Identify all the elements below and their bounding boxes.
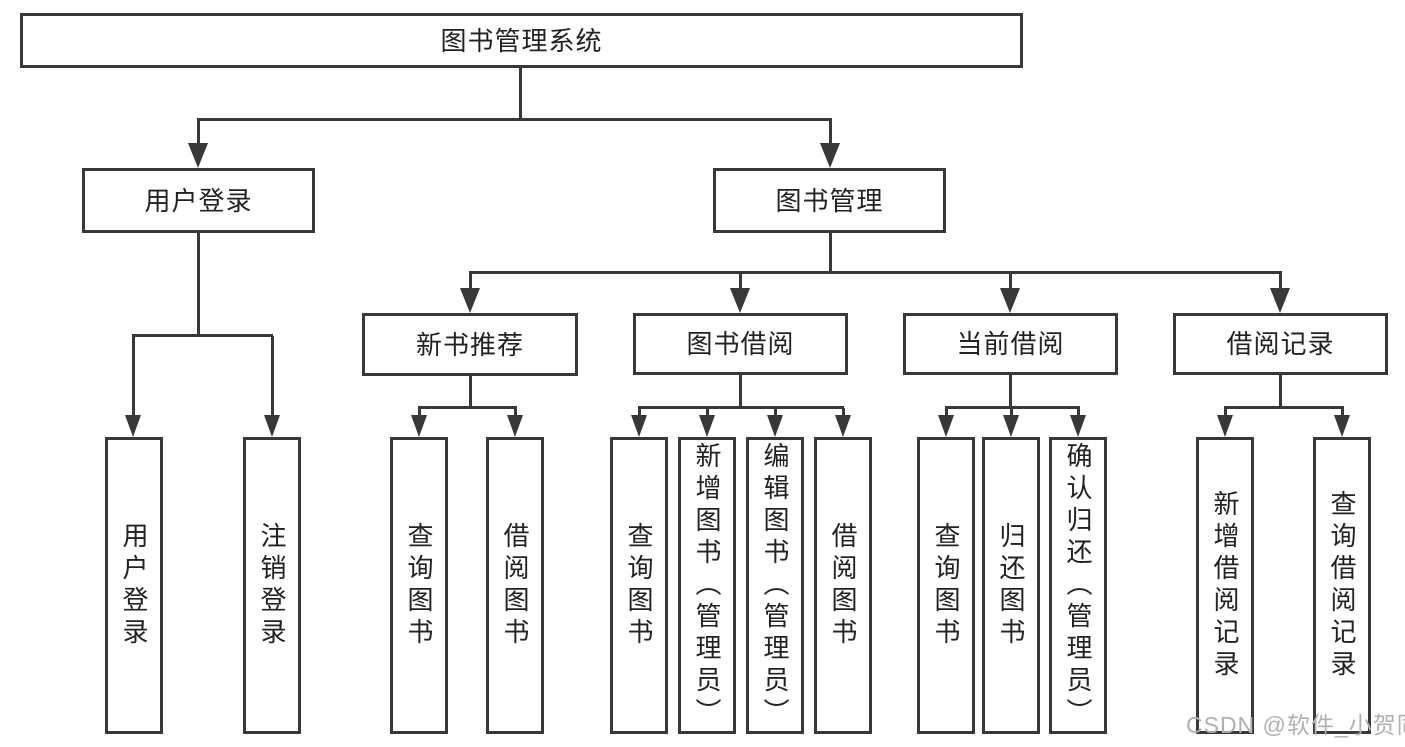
connector-arrowhead — [820, 143, 840, 168]
connector-line — [1077, 408, 1080, 418]
leaf-label: 注销登录 — [257, 521, 287, 650]
connector-arrowhead — [631, 415, 647, 437]
node-library-management-system: 图书管理系统 — [20, 13, 1023, 68]
connector-arrowhead — [767, 415, 783, 437]
leaf-label: 借阅图书 — [828, 521, 858, 650]
node-new-book-recommendation: 新书推荐 — [362, 313, 578, 376]
leaf-label: 借阅图书 — [500, 521, 530, 650]
node-current-borrowing: 当前借阅 — [903, 313, 1118, 375]
leaf-label: 新增图书（管理员） — [692, 441, 722, 730]
leaf-return-books: 归还图书 — [982, 437, 1040, 734]
connector-line — [1224, 406, 1344, 409]
connector-line — [1279, 374, 1282, 408]
connector-line — [638, 406, 844, 409]
connector-line — [1341, 408, 1344, 418]
connector-arrowhead — [1334, 415, 1350, 437]
node-book-management: 图书管理 — [713, 168, 946, 233]
connector-line — [739, 273, 742, 290]
connector-arrowhead — [835, 415, 851, 437]
connector-arrowhead — [264, 415, 280, 437]
connector-line — [418, 408, 421, 418]
connector-arrowhead — [1270, 288, 1290, 313]
leaf-query-books-recommend: 查询图书 — [390, 437, 448, 734]
connector-line — [197, 118, 832, 121]
leaf-label: 查询借阅记录 — [1327, 489, 1357, 682]
connector-line — [1224, 408, 1227, 418]
connector-line — [638, 408, 641, 418]
connector-line — [519, 68, 522, 120]
leaf-logout: 注销登录 — [243, 437, 301, 734]
connector-line — [945, 408, 948, 418]
connector-line — [469, 273, 472, 290]
connector-line — [1010, 408, 1013, 418]
connector-arrowhead — [507, 415, 523, 437]
leaf-edit-book-admin: 编辑图书（管理员） — [746, 437, 804, 734]
leaf-label: 确认归还（管理员） — [1063, 441, 1093, 730]
leaf-add-borrow-record: 新增借阅记录 — [1196, 437, 1254, 734]
connector-line — [132, 334, 273, 337]
connector-line — [842, 408, 845, 418]
connector-line — [514, 408, 517, 418]
connector-arrowhead — [699, 415, 715, 437]
connector-line — [197, 118, 200, 146]
connector-line — [469, 271, 1282, 274]
connector-line — [1009, 375, 1012, 408]
node-user-login: 用户登录 — [82, 168, 315, 233]
connector-arrowhead — [188, 143, 208, 168]
connector-line — [829, 233, 832, 273]
leaf-borrow-books: 借阅图书 — [814, 437, 872, 734]
connector-line — [945, 406, 1080, 409]
connector-line — [829, 118, 832, 146]
connector-line — [774, 408, 777, 418]
leaf-query-books-borrow: 查询图书 — [610, 437, 668, 734]
connector-line — [132, 336, 135, 416]
connector-arrowhead — [730, 288, 750, 313]
connector-line — [197, 233, 200, 336]
connector-line — [1279, 273, 1282, 290]
connector-line — [271, 336, 274, 416]
connector-arrowhead — [411, 415, 427, 437]
leaf-label: 查询图书 — [404, 521, 434, 650]
connector-arrowhead — [1000, 288, 1020, 313]
leaf-borrow-books-recommend: 借阅图书 — [486, 437, 544, 734]
node-book-borrowing: 图书借阅 — [633, 313, 848, 375]
leaf-label: 编辑图书（管理员） — [760, 441, 790, 730]
connector-line — [739, 375, 742, 408]
leaf-label: 新增借阅记录 — [1210, 489, 1240, 682]
leaf-label: 归还图书 — [996, 521, 1026, 650]
connector-line — [469, 375, 472, 408]
connector-arrowhead — [125, 415, 141, 437]
leaf-label: 查询图书 — [931, 521, 961, 650]
leaf-label: 用户登录 — [119, 521, 149, 650]
leaf-query-books-current: 查询图书 — [917, 437, 975, 734]
leaf-user-login: 用户登录 — [105, 437, 163, 734]
connector-line — [418, 406, 517, 409]
connector-arrowhead — [1003, 415, 1019, 437]
csdn-watermark: CSDN @软件_小贺同学 — [1186, 712, 1405, 738]
leaf-add-book-admin: 新增图书（管理员） — [678, 437, 736, 734]
connector-arrowhead — [938, 415, 954, 437]
connector-arrowhead — [460, 288, 480, 313]
leaf-confirm-return-admin: 确认归还（管理员） — [1049, 437, 1107, 734]
leaf-label: 查询图书 — [624, 521, 654, 650]
connector-line — [1009, 273, 1012, 290]
leaf-query-borrow-record: 查询借阅记录 — [1313, 437, 1371, 734]
connector-line — [706, 408, 709, 418]
connector-arrowhead — [1217, 415, 1233, 437]
connector-arrowhead — [1070, 415, 1086, 437]
node-borrowing-records: 借阅记录 — [1173, 313, 1388, 375]
